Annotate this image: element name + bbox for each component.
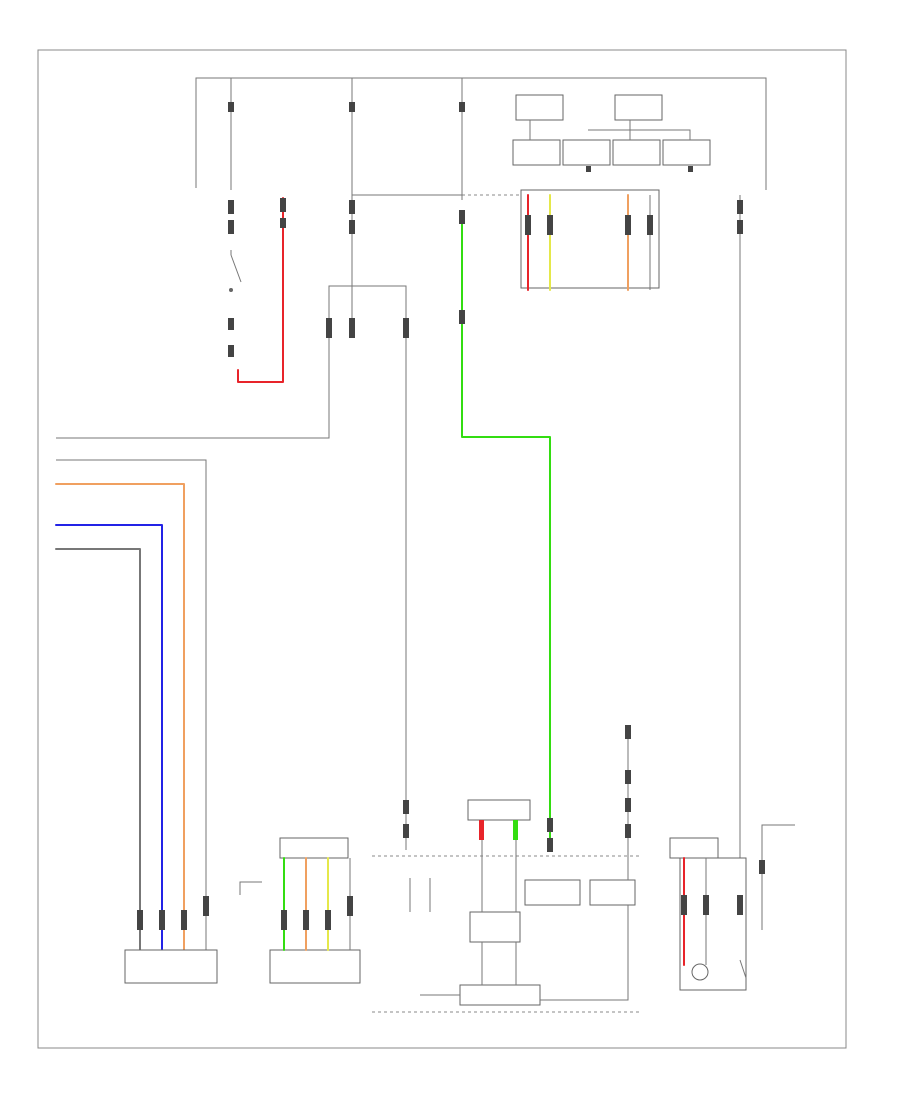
switch-icon [230, 250, 242, 283]
wire-bundle-left [55, 459, 218, 984]
wire-bundle-center [56, 285, 409, 850]
fuse-231 [228, 78, 234, 234]
switch-left [228, 197, 286, 383]
switch-icon [739, 959, 747, 979]
wire-green [459, 210, 553, 852]
fuse-462 [459, 78, 465, 200]
diagram-frame [37, 49, 847, 1049]
module-top-right [512, 94, 711, 291]
lamp-icon [691, 963, 709, 981]
power-bus [195, 77, 767, 196]
module-right [669, 824, 795, 991]
module-left-center [239, 837, 361, 984]
fuse-352 [349, 78, 355, 330]
right-drop [737, 195, 743, 890]
combination-meter [372, 799, 640, 1013]
ground-icon [625, 725, 631, 880]
